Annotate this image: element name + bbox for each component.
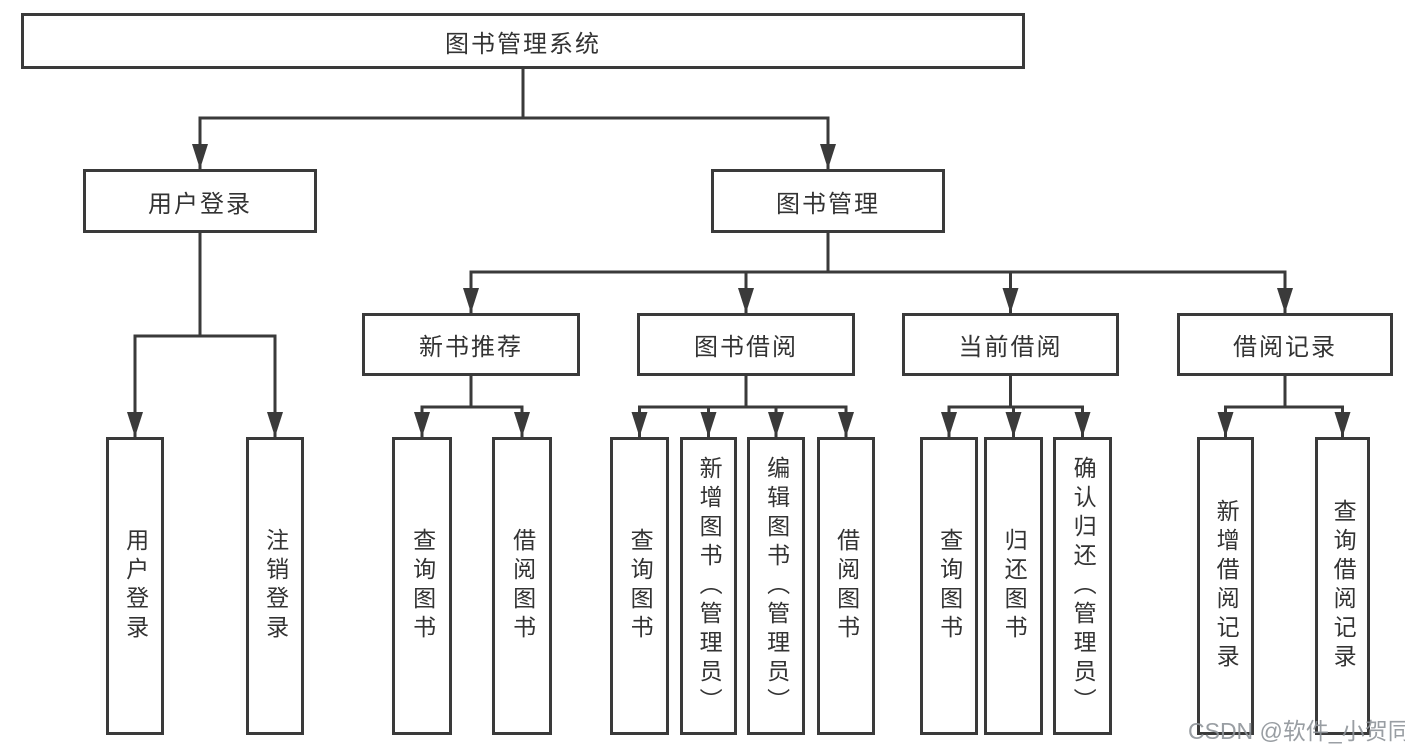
node-new-book-recommend-label: 新书推荐 <box>419 334 523 361</box>
node-library-system-label: 图书管理系统 <box>445 30 601 58</box>
leaf-user-login-label: 用户登录 <box>122 528 149 644</box>
node-book-management: 图书管理 <box>711 169 945 233</box>
node-borrow-records: 借阅记录 <box>1177 313 1393 376</box>
leaf-newbook-query-books: 查询图书 <box>392 437 452 735</box>
leaf-records-query-record-label: 查询借阅记录 <box>1330 499 1357 673</box>
leaf-newbook-borrow-books: 借阅图书 <box>492 437 552 735</box>
leaf-current-return-books-label: 归还图书 <box>1001 528 1028 644</box>
node-current-borrowing: 当前借阅 <box>902 313 1119 376</box>
leaf-borrowing-add-books-admin-label: 新增图书（管理员） <box>696 455 723 717</box>
leaf-records-add-record: 新增借阅记录 <box>1197 437 1254 735</box>
leaf-borrowing-edit-books-admin-label: 编辑图书（管理员） <box>763 455 790 717</box>
leaf-current-query-books-label: 查询图书 <box>936 528 963 644</box>
leaf-newbook-query-books-label: 查询图书 <box>409 528 436 644</box>
node-book-borrowing: 图书借阅 <box>637 313 855 376</box>
node-user-login-label: 用户登录 <box>148 190 252 218</box>
leaf-records-query-record: 查询借阅记录 <box>1315 437 1370 735</box>
leaf-borrowing-query-books: 查询图书 <box>610 437 669 735</box>
node-user-login: 用户登录 <box>83 169 317 233</box>
leaf-borrowing-borrow-books-label: 借阅图书 <box>833 528 860 644</box>
leaf-records-add-record-label: 新增借阅记录 <box>1213 499 1240 673</box>
node-current-borrowing-label: 当前借阅 <box>958 334 1063 361</box>
node-book-borrowing-label: 图书借阅 <box>694 334 798 361</box>
node-new-book-recommend: 新书推荐 <box>362 313 580 376</box>
node-book-management-label: 图书管理 <box>776 190 880 218</box>
node-borrow-records-label: 借阅记录 <box>1233 334 1337 361</box>
leaf-current-confirm-return-admin: 确认归还（管理员） <box>1053 437 1112 735</box>
leaf-current-return-books: 归还图书 <box>984 437 1043 735</box>
node-library-system: 图书管理系统 <box>21 13 1025 69</box>
leaf-logout: 注销登录 <box>246 437 304 735</box>
leaf-borrowing-edit-books-admin: 编辑图书（管理员） <box>747 437 805 735</box>
leaf-logout-label: 注销登录 <box>262 528 289 644</box>
watermark-text: CSDN @软件_小贺同学 <box>1188 718 1405 744</box>
leaf-borrowing-query-books-label: 查询图书 <box>627 528 654 644</box>
leaf-borrowing-add-books-admin: 新增图书（管理员） <box>680 437 737 735</box>
leaf-borrowing-borrow-books: 借阅图书 <box>817 437 875 735</box>
leaf-newbook-borrow-books-label: 借阅图书 <box>509 528 536 644</box>
leaf-current-confirm-return-admin-label: 确认归还（管理员） <box>1070 455 1097 717</box>
leaf-current-query-books: 查询图书 <box>920 437 978 735</box>
leaf-user-login: 用户登录 <box>106 437 164 735</box>
